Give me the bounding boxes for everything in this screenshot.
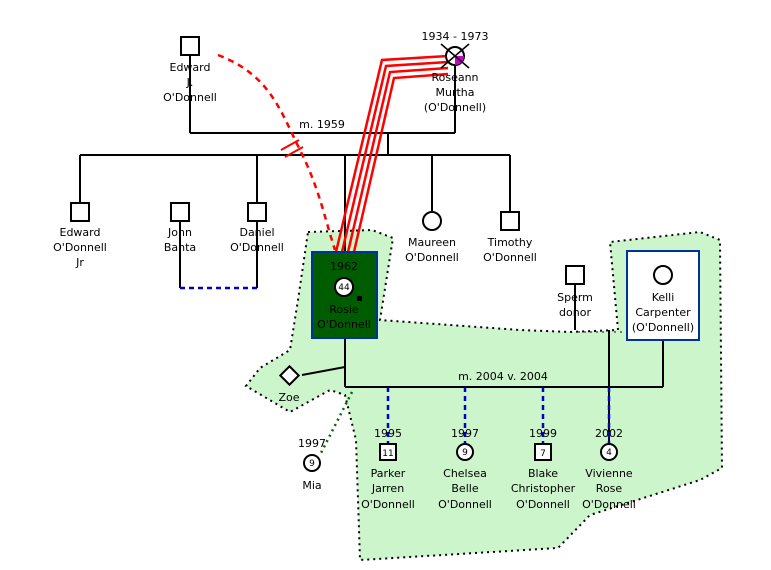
roseann-line-2: Murtha [435,86,474,99]
parker-line-3: O'Donnell [361,498,415,511]
parker-age: 11 [382,449,393,459]
rosie-year: 1962 [330,260,358,273]
john-banta-male-icon [170,202,190,222]
blake-line-1: Blake [528,467,558,480]
parents-marriage-label: m. 1959 [299,118,345,131]
daniel-line-1: Daniel [239,226,274,239]
sperm-donor-line-1: Sperm [557,291,593,304]
mia-year: 1997 [298,437,326,450]
vivienne-age: 4 [606,448,612,458]
edward-sr-male-icon [180,36,200,56]
rosie-female-icon [334,277,354,297]
roseann-line-3: (O'Donnell) [424,101,486,114]
chelsea-age: 9 [462,448,468,458]
zoe-pet-icon [278,364,301,387]
edward-sr-line-1: Edward [170,61,211,74]
vivienne-line-1: Vivienne [585,467,633,480]
vivienne-year: 2002 [595,427,623,440]
break-mark-2 [284,146,304,158]
vivienne-female-icon [600,443,618,461]
edward-sr-line-3: O'Donnell [163,91,217,104]
vivienne-line-2: Rose [596,482,623,495]
parents-union [79,55,511,288]
zoe-label: Zoe [278,391,299,404]
sperm-donor-line-2: donor [559,306,591,319]
edward-jr-line-2: O'Donnell [53,241,107,254]
john-banta-line-1: John [167,226,192,239]
edward-sr-line-2: J. [186,76,194,89]
edward-jr-line-3: Jr [75,256,84,269]
rosie-line-1: Rosie [329,303,359,316]
rosie-kelli-marriage-label: m. 2004 v. 2004 [458,370,548,383]
break-mark-1 [280,139,300,151]
mia-female-icon [303,454,321,472]
edward-jr-male-icon [70,202,90,222]
hostile-edward-rosie [217,53,337,251]
rosie-age: 44 [338,283,350,293]
chelsea-line-1: Chelsea [443,467,487,480]
chelsea-year: 1997 [451,427,479,440]
maureen-female-icon [422,211,442,231]
adoption-lines [180,286,611,443]
rosie-line-2: O'Donnell [317,318,371,331]
vivienne-line-3: O'Donnell [582,498,636,511]
roseann-years: 1934 - 1973 [422,30,489,43]
close-roseann-rosie [334,54,449,253]
blake-line-3: O'Donnell [516,498,570,511]
parker-line-1: Parker [371,467,406,480]
roseann-cross-2 [440,43,470,69]
chelsea-female-icon [456,443,474,461]
maureen-line-2: O'Donnell [405,251,459,264]
chelsea-line-3: O'Donnell [438,498,492,511]
kelli-line-2: Carpenter [635,306,691,319]
daniel-line-2: O'Donnell [230,241,284,254]
blake-age: 7 [540,449,546,459]
timothy-male-icon [500,211,520,231]
parker-line-2: Jarren [371,482,404,495]
kelli-line-3: (O'Donnell) [632,321,694,334]
blake-year: 1999 [529,427,557,440]
kelli-female-icon [653,265,673,285]
parker-male-icon [379,443,397,461]
john-banta-line-2: Banta [164,241,196,254]
edward-jr-line-1: Edward [60,226,101,239]
sperm-donor-male-icon [565,265,585,285]
timothy-line-2: O'Donnell [483,251,537,264]
roseann-line-1: Roseann [431,71,478,84]
rosie-marker [357,296,362,301]
chelsea-line-2: Belle [451,482,478,495]
timothy-line-1: Timothy [487,236,533,249]
mia-age: 9 [309,459,315,469]
parker-year: 1995 [374,427,402,440]
blake-line-2: Christopher [511,482,576,495]
blake-male-icon [534,443,552,461]
mia-label: Mia [302,479,321,492]
daniel-male-icon [247,202,267,222]
kelli-line-1: Kelli [652,291,675,304]
maureen-line-1: Maureen [408,236,456,249]
